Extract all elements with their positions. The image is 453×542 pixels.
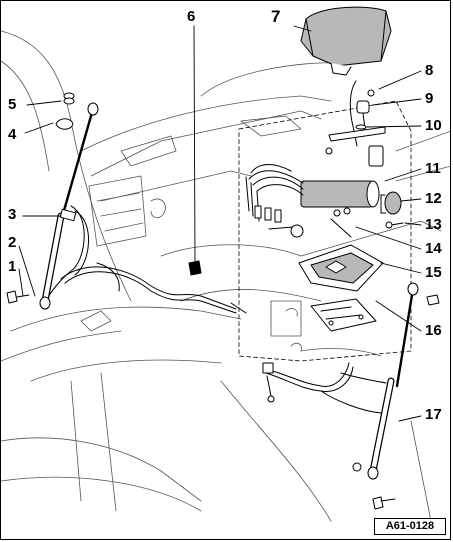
figure-reference-label: A61-0128: [374, 518, 446, 535]
right-gas-strut: [262, 282, 440, 510]
callout-5: 5: [8, 96, 17, 113]
mounting-tray: [298, 244, 384, 292]
callout-11: 11: [425, 160, 441, 177]
motor-end-cap: [380, 191, 402, 215]
callout-14: 14: [425, 240, 442, 257]
clip-6: [188, 260, 202, 276]
screw-13: [385, 221, 404, 229]
tray-bracket: [310, 298, 377, 332]
callout-10: 10: [425, 117, 442, 134]
callout-13: 13: [425, 216, 442, 233]
callout-12: 12: [425, 190, 442, 207]
callout-3: 3: [8, 206, 17, 223]
callout-1: 1: [8, 258, 17, 275]
pump-motor-unit: [245, 164, 380, 238]
leader-lines: [18, 25, 422, 422]
callout-16: 16: [425, 322, 442, 339]
callout-2: 2: [8, 234, 17, 251]
vehicle-body-outline: [1, 30, 450, 522]
callout-7: 7: [271, 7, 281, 26]
callout-8: 8: [425, 62, 434, 79]
callout-4: 4: [8, 126, 17, 143]
callout-6: 6: [187, 8, 196, 25]
left-gas-strut: [6, 92, 99, 310]
callout-17: 17: [425, 406, 442, 423]
cover-housing: [300, 6, 392, 76]
bracket-hardware: [325, 80, 386, 167]
assembly-dash-outline: [238, 100, 412, 362]
callout-15: 15: [425, 264, 442, 281]
hydraulic-lines: [45, 205, 387, 414]
callout-9: 9: [425, 90, 434, 107]
